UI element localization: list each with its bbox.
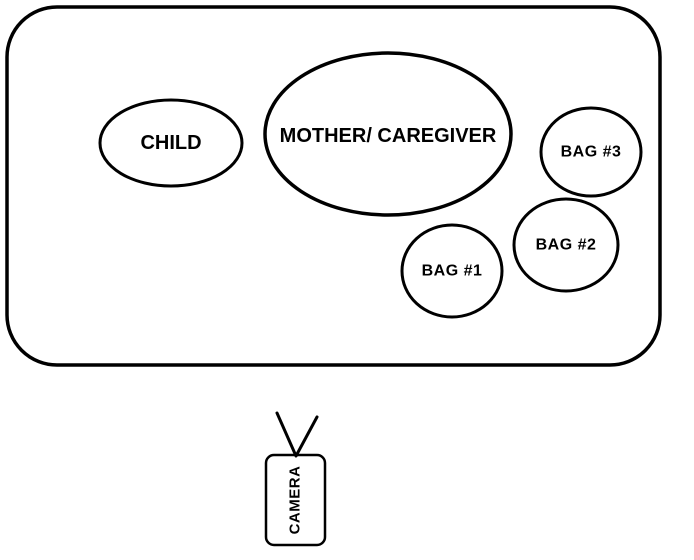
child-zone-label: CHILD (140, 132, 201, 154)
mother-caregiver-zone-ellipse (263, 51, 513, 217)
bag-1-zone: BAG #1 (400, 223, 504, 319)
bag-1-ellipse (400, 223, 504, 319)
bag-3-zone: BAG #3 (539, 106, 643, 198)
room-boundary (5, 5, 662, 367)
camera: CAMERA (264, 411, 327, 547)
camera-body (264, 453, 327, 547)
bag-3-label: BAG #3 (561, 144, 622, 161)
bag-1-label: BAG #1 (422, 263, 483, 280)
child-zone: CHILD (98, 98, 244, 188)
bag-2-zone: BAG #2 (512, 197, 620, 293)
child-zone-ellipse (98, 98, 244, 188)
bag-2-label: BAG #2 (536, 237, 597, 254)
mother-caregiver-zone-label: MOTHER/ CAREGIVER (280, 125, 497, 147)
bag-2-ellipse (512, 197, 620, 293)
bag-3-ellipse (539, 106, 643, 198)
camera-antenna-icon (275, 411, 319, 458)
camera-label: CAMERA (287, 466, 304, 535)
mother-caregiver-zone: MOTHER/ CAREGIVER (263, 51, 513, 217)
